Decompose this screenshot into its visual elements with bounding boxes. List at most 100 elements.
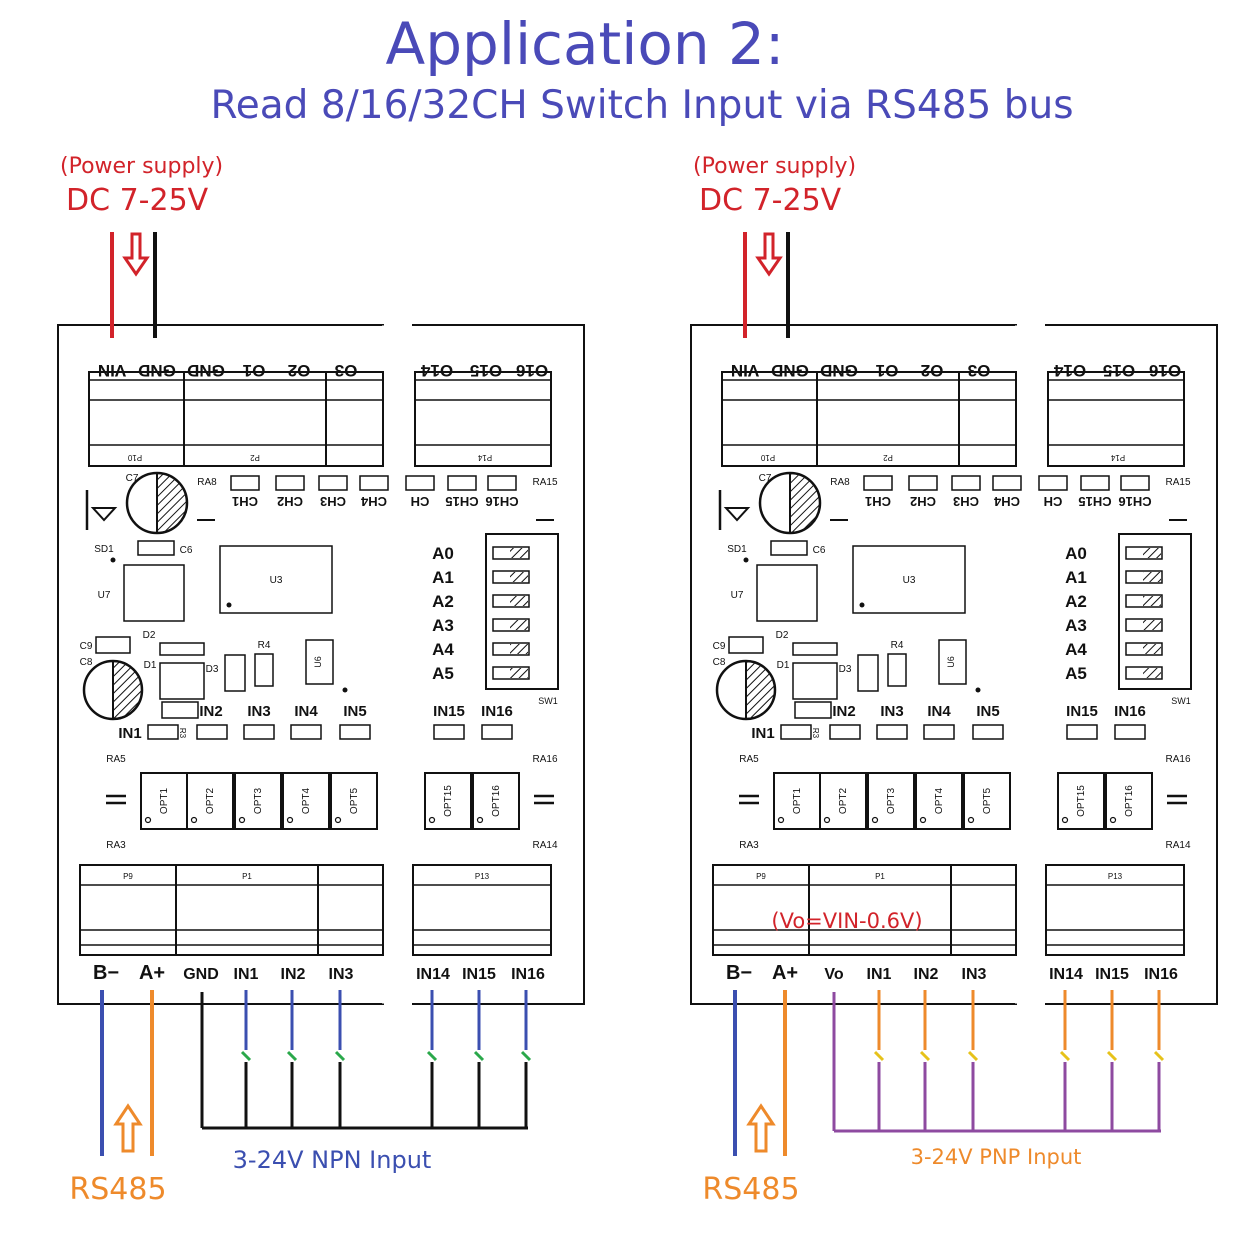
led-footprint — [1120, 475, 1150, 491]
in-label: IN5 — [343, 703, 366, 720]
in-label: IN15 — [433, 703, 465, 720]
optocoupler — [186, 772, 234, 830]
component-label: U6 — [313, 656, 323, 668]
switch-contact — [1059, 1050, 1071, 1062]
top-terminal-label: O15 — [1103, 361, 1135, 380]
component-label: R4 — [891, 640, 904, 651]
chip-u3 — [852, 545, 966, 614]
dip-toggle — [1125, 546, 1163, 560]
dip-toggle — [492, 546, 530, 560]
component-label: C9 — [80, 641, 93, 652]
diode-d1 — [792, 662, 838, 700]
bottom-terminal-label: B− — [726, 962, 752, 984]
opt-label: OPT1 — [792, 788, 803, 815]
component-label: C7 — [126, 473, 139, 484]
dip-toggle — [492, 594, 530, 608]
header-ref-label: P2 — [250, 453, 260, 462]
switch-contact — [967, 1050, 979, 1062]
ch-led-label: CH3 — [953, 494, 979, 509]
ch-led-label: CH1 — [865, 494, 891, 509]
led-footprint — [275, 475, 305, 491]
ch-led-label: CH15 — [445, 494, 478, 509]
bottom-terminal-label: IN1 — [234, 966, 259, 983]
pin1-dot — [777, 816, 785, 824]
in-label: IN1 — [118, 725, 141, 742]
dip-toggle — [1125, 666, 1163, 680]
bottom-terminal-label: B− — [93, 962, 119, 984]
component-label: SD1 — [94, 544, 114, 555]
pin1-dot — [342, 687, 348, 693]
bottom-terminal-label: IN16 — [511, 966, 545, 983]
switch-contact — [473, 1050, 485, 1062]
in-label: IN4 — [294, 703, 318, 720]
bottom-terminal-label: IN14 — [1049, 966, 1083, 983]
rs485-label: RS485 — [69, 1172, 166, 1207]
dip-toggle — [492, 666, 530, 680]
component-label: R4 — [258, 640, 271, 651]
chip-u7 — [756, 564, 818, 622]
dip-switch-sw1 — [1118, 533, 1192, 690]
input-led-footprint — [433, 724, 465, 740]
in-label: IN16 — [481, 703, 513, 720]
header-ref-label: P10 — [760, 453, 775, 462]
ch-led-label: CH4 — [360, 494, 387, 509]
optocoupler — [819, 772, 867, 830]
opt-label: OPT3 — [886, 788, 897, 815]
ra-label: RA8 — [197, 477, 217, 488]
pin1-dot — [975, 687, 981, 693]
power-arrow-icon — [755, 232, 783, 277]
bottom-terminal-label: IN2 — [281, 966, 306, 983]
bottom-terminal-label: Vo — [824, 966, 843, 983]
input-led-footprint — [923, 724, 955, 740]
top-terminal-label: GND — [187, 361, 225, 380]
component-label: D2 — [143, 630, 156, 641]
in-label: IN5 — [976, 703, 999, 720]
input-led-footprint — [147, 724, 179, 740]
in-label: IN3 — [880, 703, 903, 720]
dip-label: A0 — [432, 544, 454, 563]
opt-label: OPT4 — [934, 788, 945, 815]
optocoupler — [867, 772, 915, 830]
optocoupler — [472, 772, 520, 830]
top-terminal-block — [414, 371, 552, 467]
board-cut-gap — [1017, 318, 1045, 1010]
dip-label: A2 — [1065, 592, 1087, 611]
input-led-footprint — [481, 724, 513, 740]
component-label: C7 — [759, 473, 772, 484]
switch-contact — [520, 1050, 532, 1062]
ch-led-label: CH — [1044, 494, 1063, 509]
top-terminal-label: O15 — [470, 361, 502, 380]
component-label: R3 — [811, 728, 820, 739]
dip-toggle — [492, 570, 530, 584]
dip-label: A0 — [1065, 544, 1087, 563]
dip-toggle-fill — [510, 644, 528, 654]
component-label: C6 — [180, 545, 193, 556]
chip-u7 — [123, 564, 185, 622]
capacitor-c9 — [95, 636, 131, 654]
component-label: R3 — [178, 728, 187, 739]
optocoupler — [282, 772, 330, 830]
dip-toggle — [492, 642, 530, 656]
in-label: IN3 — [247, 703, 270, 720]
led-footprint — [908, 475, 938, 491]
top-terminal-label: VIN — [731, 361, 759, 380]
top-terminal-label: GND — [771, 361, 809, 380]
opt-label: OPT16 — [491, 785, 502, 817]
component-label: D1 — [144, 660, 157, 671]
resistor-r3 — [161, 701, 199, 719]
pin1-dot — [823, 816, 831, 824]
component-label: D2 — [776, 630, 789, 641]
header-ref-label: P14 — [1110, 453, 1125, 462]
optocoupler — [424, 772, 472, 830]
top-terminal-label: O16 — [1149, 361, 1181, 380]
power-supply-voltage: DC 7-25V — [699, 183, 842, 218]
input-led-footprint — [196, 724, 228, 740]
optocoupler — [234, 772, 282, 830]
ch-led-label: CH3 — [320, 494, 346, 509]
pin1-dot — [334, 816, 342, 824]
pin1-dot — [476, 816, 484, 824]
ra-label: RA16 — [1165, 754, 1190, 765]
header-ref-label: P1 — [875, 872, 885, 881]
power-arrow-icon — [122, 232, 150, 277]
in-label: IN15 — [1066, 703, 1098, 720]
